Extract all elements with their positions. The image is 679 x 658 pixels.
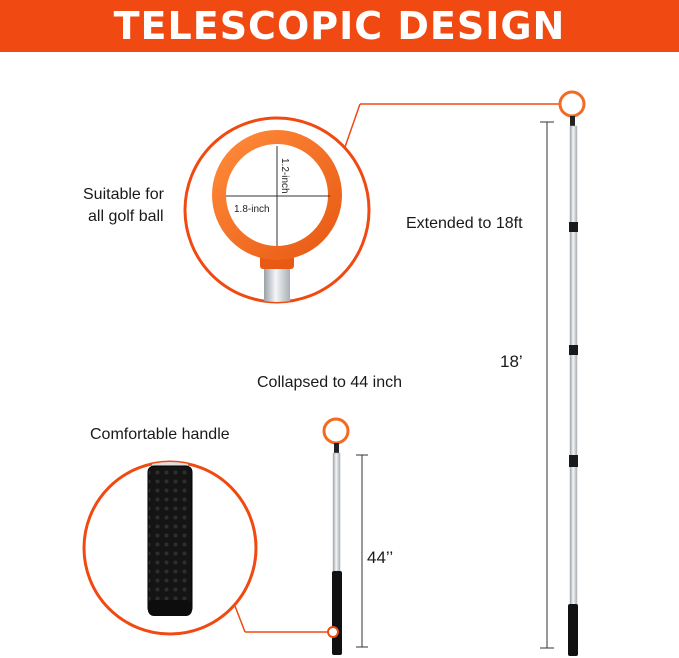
ring-caption-line1: Suitable for (83, 186, 164, 203)
handle-marker (327, 626, 339, 638)
ring-detail-ring (212, 130, 342, 260)
extended-pole-shaft (569, 125, 578, 607)
width-label: 1.8-inch (234, 204, 270, 215)
callout-line-top (344, 103, 361, 148)
banner-title: TELESCOPIC DESIGN (113, 4, 566, 48)
header-banner: TELESCOPIC DESIGN (0, 0, 679, 52)
handle-detail-callout (82, 460, 339, 638)
extended-pole (540, 90, 586, 656)
handle-caption: Comfortable handle (90, 426, 230, 443)
ring-caption-line2: all golf ball (88, 208, 164, 225)
extended-pole-grip (568, 604, 578, 656)
extended-pole-ring (558, 90, 586, 118)
extended-length-label: 18’ (500, 352, 523, 371)
height-label: 1.2-inch (279, 158, 290, 194)
collapsed-pole-ring (322, 417, 350, 445)
collapsed-caption: Collapsed to 44 inch (257, 374, 402, 391)
collapsed-pole-shaft (332, 452, 341, 572)
ring-detail-callout: 1.2-inch 1.8-inch (183, 103, 560, 304)
extended-caption: Extended to 18ft (406, 215, 523, 232)
collapsed-pole (322, 417, 368, 655)
callout-line-bottom (234, 605, 246, 633)
collapsed-length-label: 44’’ (367, 548, 394, 567)
product-diagram: 1.2-inch 1.8-inch (82, 90, 586, 656)
collapsed-pole-grip (332, 571, 342, 655)
handle-grip (147, 465, 193, 615)
